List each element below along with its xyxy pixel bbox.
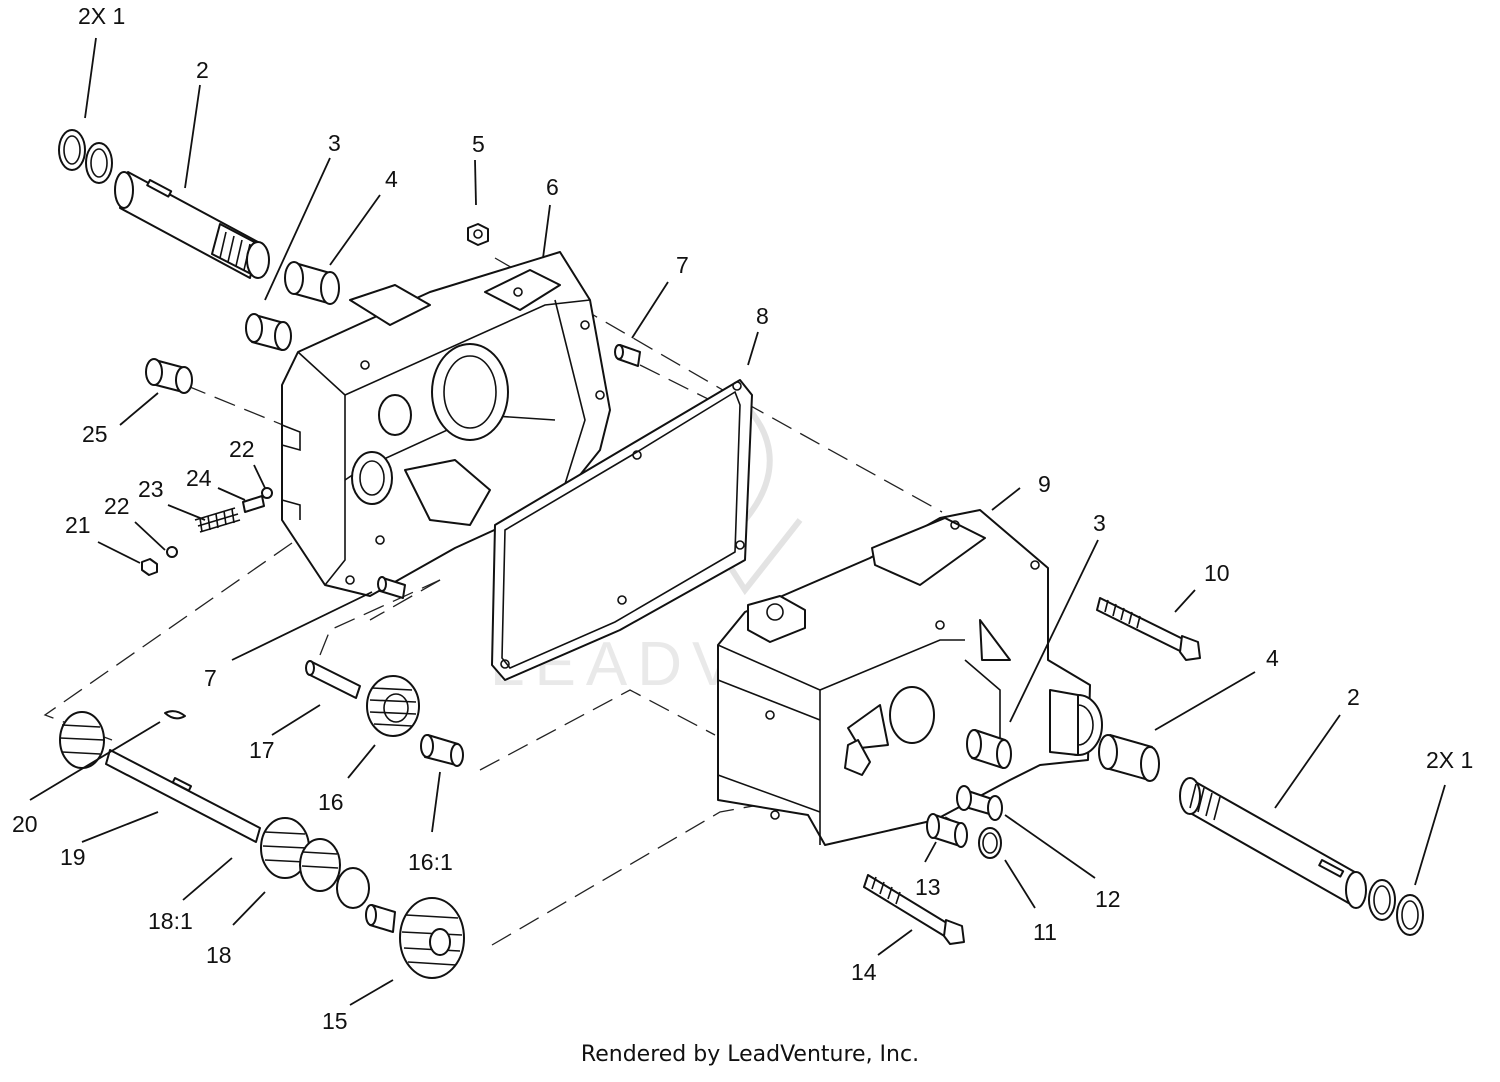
- callout-16: 16: [318, 789, 344, 815]
- callout-8: 8: [756, 303, 769, 329]
- bushing-16-1: [420, 734, 464, 767]
- callout-25: 25: [82, 421, 108, 447]
- callout-2-right: 2: [1347, 684, 1360, 710]
- callout-20: 20: [12, 811, 38, 837]
- rendered-by-credit: Rendered by LeadVenture, Inc.: [580, 1042, 920, 1067]
- bushing-25: [145, 358, 193, 394]
- callout-6: 6: [546, 174, 559, 200]
- callout-7-bottom: 7: [204, 665, 217, 691]
- callout-2x1-right: 2X 1: [1426, 747, 1473, 773]
- leader-lines: [29, 37, 1446, 1006]
- bushing-pair-top: [245, 261, 340, 351]
- callout-7-top: 7: [676, 252, 689, 278]
- callout-5: 5: [472, 131, 485, 157]
- bushing-13: [926, 813, 968, 848]
- gear-16: [366, 675, 420, 737]
- callout-16-1: 16:1: [408, 849, 453, 875]
- callout-3-right: 3: [1093, 510, 1106, 536]
- seal-12: [956, 785, 1003, 821]
- dowel-pin-7-bottom: [377, 576, 406, 599]
- callout-17: 17: [249, 737, 275, 763]
- callout-22-bottom: 22: [104, 493, 130, 519]
- callout-labels: 2X 1 2 3 4 5 6 7 8 25 22 24 23 22 21 9 3…: [12, 3, 1473, 1034]
- bolt-14: [863, 874, 965, 945]
- gear-cluster-18: [260, 817, 396, 933]
- shaft-19: [105, 749, 261, 843]
- callout-15: 15: [322, 1008, 348, 1034]
- axle-shaft-top: [114, 171, 270, 279]
- callout-2-top: 2: [196, 57, 209, 83]
- callout-19: 19: [60, 844, 86, 870]
- callout-3-top: 3: [328, 130, 341, 156]
- pin-17: [305, 660, 361, 699]
- axle-shaft-right: [1179, 777, 1367, 909]
- callout-4-top: 4: [385, 166, 398, 192]
- dowel-pin-7-top: [614, 344, 641, 367]
- housing-right: [717, 509, 1103, 846]
- callout-22-top: 22: [229, 436, 255, 462]
- callout-14: 14: [851, 959, 877, 985]
- callout-21: 21: [65, 512, 91, 538]
- gear-15: [399, 897, 465, 979]
- callout-18-1: 18:1: [148, 908, 193, 934]
- callout-13: 13: [915, 874, 941, 900]
- callout-24: 24: [186, 465, 212, 491]
- bushing-4-right: [1098, 734, 1160, 782]
- snap-ring-pair-top: [58, 129, 113, 184]
- callout-4-right: 4: [1266, 645, 1279, 671]
- callout-12: 12: [1095, 886, 1121, 912]
- callout-9: 9: [1038, 471, 1051, 497]
- callout-18: 18: [206, 942, 232, 968]
- callout-11: 11: [1033, 919, 1057, 945]
- gasket-8: [491, 379, 753, 681]
- nut-5: [467, 223, 489, 246]
- detent-parts-21-24: [141, 487, 273, 576]
- bolt-10: [1096, 597, 1201, 661]
- bushing-3-right: [966, 729, 1012, 769]
- callout-10: 10: [1204, 560, 1230, 586]
- snap-ring-pair-right: [1368, 879, 1424, 936]
- key-20: [164, 710, 186, 720]
- callout-2x1-top: 2X 1: [78, 3, 125, 29]
- callout-23: 23: [138, 476, 164, 502]
- pinion-gear-19: [59, 711, 105, 769]
- washer-11: [978, 827, 1002, 859]
